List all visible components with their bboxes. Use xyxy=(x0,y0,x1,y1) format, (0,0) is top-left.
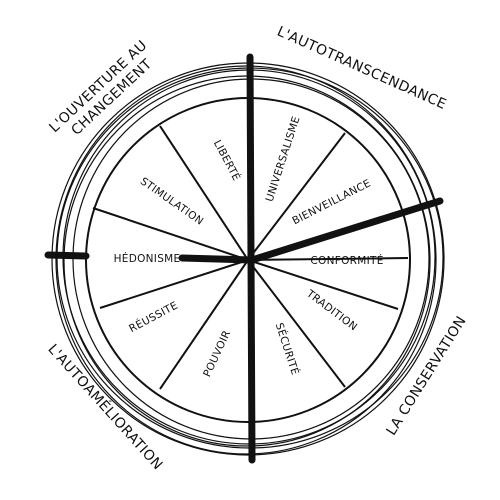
quadrant-dividers xyxy=(44,53,444,464)
value-label-universalisme: UNIVERSALISME xyxy=(264,115,303,203)
value-label-reussite: RÉUSSITE xyxy=(127,299,180,336)
quadrant-label-conservation: LA CONSERVATION xyxy=(383,313,469,438)
value-label-securite: SÉCURITÉ xyxy=(273,321,302,377)
value-label-conformite: CONFORMITÉ xyxy=(310,254,383,267)
value-label-bienveillance: BIENVEILLANCE xyxy=(290,177,373,227)
quadrant-label-enhancement: L'AUTOAMÉLIORATION xyxy=(44,341,166,474)
value-label-pouvoir: POUVOIR xyxy=(201,329,233,379)
segment-dividers xyxy=(92,125,409,390)
value-label-hedonisme: HÉDONISME xyxy=(114,252,181,265)
value-label-liberte: LIBERTÉ xyxy=(211,138,243,183)
value-label-stimulation: STIMULATION xyxy=(138,175,206,227)
